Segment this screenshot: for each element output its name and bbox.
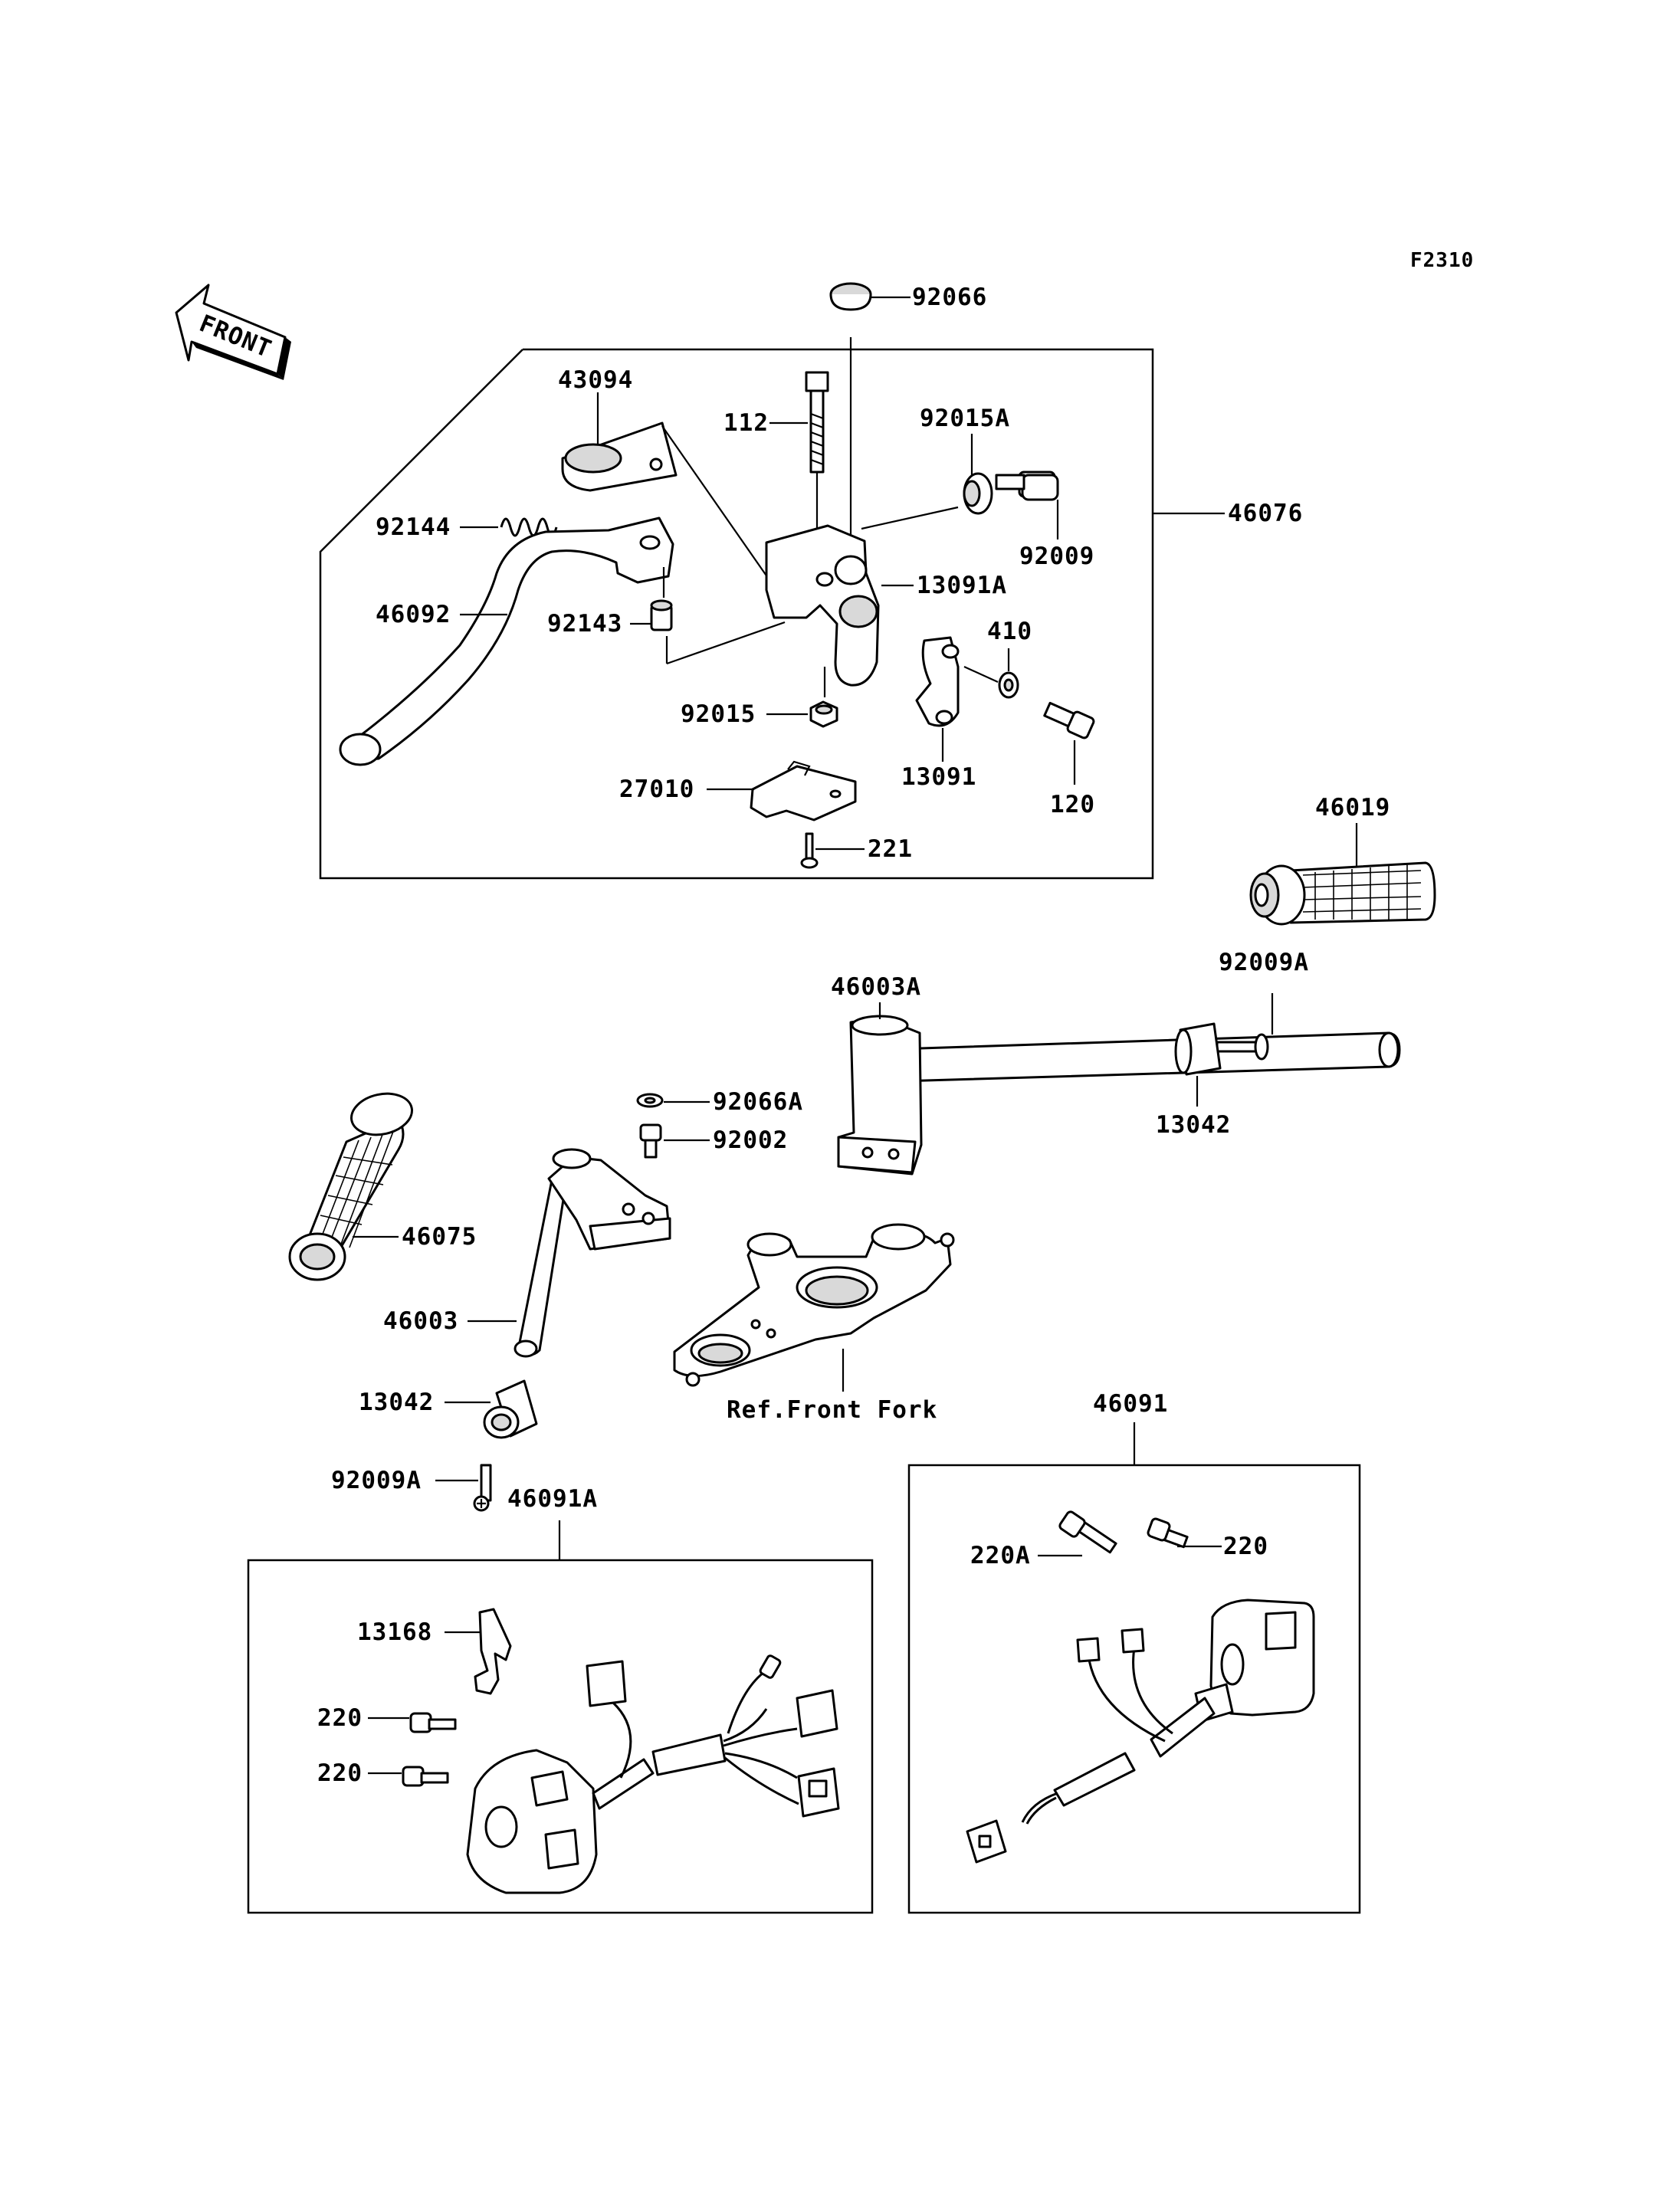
label-221: 221 (868, 835, 913, 863)
label-112: 112 (724, 409, 769, 437)
handlebar-bolt-part (639, 1123, 662, 1159)
label-92009A-left: 92009A (331, 1467, 422, 1494)
label-92143: 92143 (547, 610, 622, 638)
label-13042-right: 13042 (1156, 1111, 1231, 1139)
holder-clamp-part (915, 636, 960, 727)
label-92002: 92002 (713, 1126, 788, 1154)
label-220A: 220A (970, 1542, 1031, 1569)
right-switch-long-screw-part (1058, 1510, 1117, 1554)
label-92066: 92066 (912, 284, 987, 311)
reference-front-fork-label: Ref.Front Fork (727, 1396, 937, 1424)
label-92009A-right: 92009A (1219, 949, 1309, 976)
left-handlebar-part (514, 1148, 671, 1358)
switch-clip-part (474, 1608, 512, 1695)
lever-spring-part (500, 517, 558, 537)
left-switch-screw-a-part (409, 1712, 457, 1733)
label-46091: 46091 (1093, 1390, 1168, 1418)
lever-nut-part (809, 700, 838, 728)
label-220-a: 220 (317, 1704, 363, 1732)
label-46019: 46019 (1315, 794, 1390, 821)
right-switch-short-screw-part (1147, 1517, 1189, 1549)
switch-screw-part (800, 832, 819, 869)
left-switch-screw-b-part (402, 1766, 449, 1787)
adjuster-screw-part (995, 471, 1059, 501)
adjuster-locknut-part (963, 472, 993, 515)
label-13168: 13168 (357, 1618, 432, 1646)
clamp-bolt-part (1043, 701, 1095, 739)
left-grip-part (288, 1092, 413, 1281)
label-13042-left: 13042 (359, 1389, 434, 1416)
front-fork-triple-clamp (673, 1223, 955, 1387)
label-92144: 92144 (376, 513, 451, 541)
right-bar-end-weight-part (1174, 1022, 1222, 1076)
lever-assembly-frame (319, 348, 1154, 880)
right-switch-wiring-part (966, 1628, 1173, 1864)
lever-holder-part (765, 524, 880, 687)
label-92009-top: 92009 (1019, 543, 1094, 570)
pivot-collar-part (650, 599, 673, 631)
figure-code: F2310 (1410, 249, 1474, 272)
label-13091: 13091 (901, 763, 976, 791)
clamp-washer-part (998, 671, 1019, 699)
handlebar-washer-part (636, 1093, 664, 1108)
label-92015: 92015 (681, 700, 756, 728)
front-direction-arrow: FRONT (175, 284, 291, 380)
clutch-switch-part (750, 760, 857, 821)
clutch-lever-part (339, 516, 674, 766)
label-46091A: 46091A (507, 1485, 598, 1513)
left-bar-end-weight-part (483, 1379, 538, 1439)
right-grip-part (1249, 861, 1436, 926)
label-46075: 46075 (402, 1223, 477, 1251)
label-220-b: 220 (317, 1759, 363, 1787)
label-27010: 27010 (619, 776, 694, 803)
pivot-bolt-part (805, 371, 829, 474)
right-handlebar-part (837, 1015, 1401, 1176)
label-13091A: 13091A (917, 572, 1007, 599)
label-43094: 43094 (558, 366, 633, 394)
adjuster-plate-part (561, 421, 678, 492)
right-bar-end-screw-part (1216, 1033, 1269, 1061)
label-410: 410 (987, 618, 1032, 645)
label-92066A: 92066A (713, 1088, 803, 1116)
left-switch-housing-part (466, 1749, 655, 1894)
left-switch-wiring-part (586, 1654, 840, 1818)
label-46092: 46092 (376, 601, 451, 628)
right-switch-housing-part (1150, 1599, 1315, 1758)
label-120: 120 (1050, 791, 1095, 818)
label-92015A: 92015A (920, 405, 1010, 432)
label-46003A: 46003A (831, 973, 921, 1001)
reservoir-cap-part (829, 282, 872, 311)
left-bar-end-screw-part (473, 1464, 492, 1512)
label-46076: 46076 (1228, 500, 1303, 527)
label-46003: 46003 (383, 1307, 458, 1335)
label-220-right: 220 (1223, 1533, 1268, 1560)
